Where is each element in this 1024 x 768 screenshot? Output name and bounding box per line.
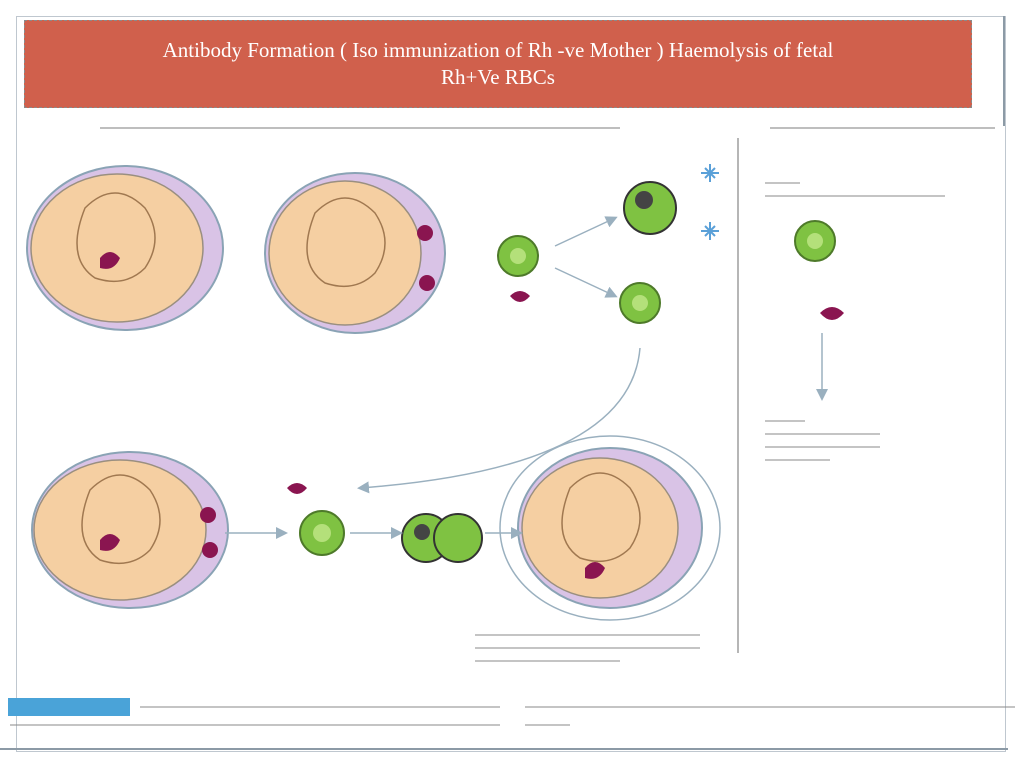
slide-title-line2: Rh+Ve RBCs <box>441 65 555 89</box>
plasma-cell-icon <box>401 513 483 563</box>
frame-accent-line <box>1003 16 1005 126</box>
rh-rbc-icon <box>200 507 216 523</box>
antibody-star-icon <box>701 164 719 240</box>
b-cell-icon <box>619 282 661 324</box>
uterus-fetus-illustration <box>499 435 721 621</box>
rh-rbc-icon <box>100 252 120 269</box>
slide-bottom-rule <box>0 748 1008 750</box>
rh-rbc-icon <box>287 483 307 494</box>
rh-rbc-icon <box>417 225 433 241</box>
bottom-caption-strokes <box>10 706 1015 726</box>
arrow-icon <box>357 216 641 494</box>
b-cell-icon <box>299 510 345 556</box>
b-cell-icon <box>497 235 539 277</box>
rh-rbc-icon <box>510 291 530 302</box>
uterus-fetus-illustration <box>31 451 229 609</box>
uterus-fetus-illustration <box>264 172 446 334</box>
figure-illustration <box>8 127 1015 726</box>
rh-rbc-icon <box>585 562 605 579</box>
rh-rbc-icon <box>100 534 120 551</box>
slide-title-box: Antibody Formation ( Iso immunization of… <box>24 20 972 108</box>
right-panel-text-strokes <box>765 182 945 461</box>
figure-label-badge <box>8 698 130 716</box>
slide-frame <box>16 16 1006 752</box>
b-cell-icon <box>794 220 836 262</box>
rh-rbc-icon <box>820 307 844 320</box>
uterus-fetus-illustration <box>26 165 224 331</box>
rh-rbc-icon <box>419 275 435 291</box>
rh-rbc-icon <box>202 542 218 558</box>
rh-isoimmunization-figure <box>0 108 1024 746</box>
slide-title: Antibody Formation ( Iso immunization of… <box>48 37 948 91</box>
slide-title-line1: Antibody Formation ( Iso immunization of… <box>162 38 834 62</box>
plasma-cell-icon <box>623 181 677 235</box>
figure-caption-strokes <box>475 634 700 662</box>
